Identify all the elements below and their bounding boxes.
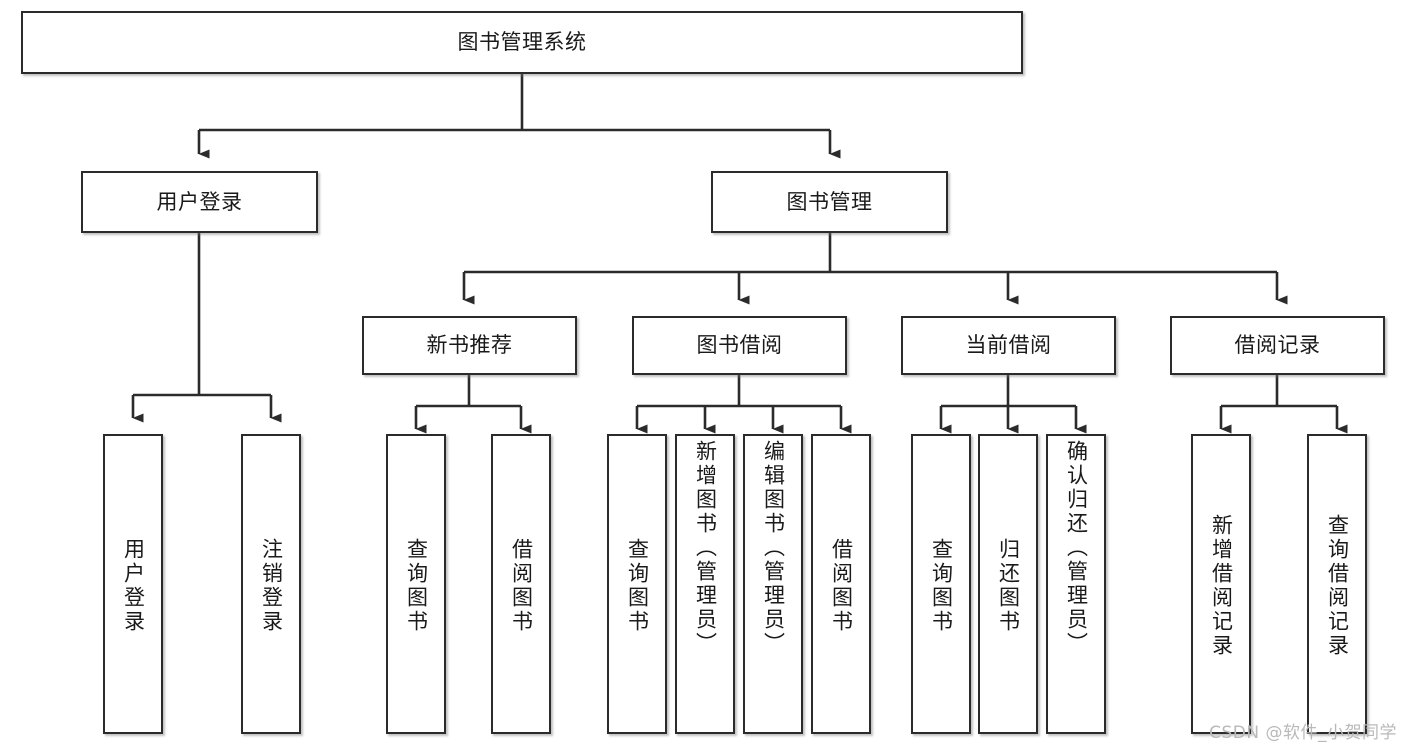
leaf-user-login-1-label: 用户登录 [121,538,146,634]
leaf-borrow-record-1-label: 新增借阅记录 [1209,514,1234,658]
leaf-borrow-record-1[interactable]: 新增借阅记录 [1191,434,1251,734]
leaf-new-book-2-label: 借阅图书 [509,538,534,634]
leaf-book-borrow-4[interactable]: 借阅图书 [811,434,871,734]
leaf-borrow-record-2-label: 查询借阅记录 [1325,514,1350,658]
leaf-book-borrow-3[interactable]: 编辑图书（管理员） [743,434,803,734]
leaf-borrow-record-2[interactable]: 查询借阅记录 [1307,434,1367,734]
node-book-borrow-label: 图书借阅 [696,333,783,358]
leaf-book-borrow-4-label: 借阅图书 [829,538,854,634]
leaf-user-login-2[interactable]: 注销登录 [241,434,301,734]
leaf-new-book-1[interactable]: 查询图书 [386,434,446,734]
node-borrow-record[interactable]: 借阅记录 [1170,316,1385,375]
leaf-current-borrow-3[interactable]: 确认归还（管理员） [1046,434,1106,734]
leaf-book-borrow-1-label: 查询图书 [625,538,650,634]
node-user-login-label: 用户登录 [156,189,243,214]
leaf-current-borrow-1-label: 查询图书 [929,538,954,634]
node-borrow-record-label: 借阅记录 [1234,333,1321,358]
leaf-user-login-1[interactable]: 用户登录 [103,434,163,734]
leaf-new-book-2[interactable]: 借阅图书 [491,434,551,734]
leaf-new-book-1-label: 查询图书 [404,538,429,634]
leaf-book-borrow-1[interactable]: 查询图书 [607,434,667,734]
leaf-book-borrow-3-label: 编辑图书（管理员） [761,440,786,656]
leaf-book-borrow-2[interactable]: 新增图书（管理员） [675,434,735,734]
node-root-label: 图书管理系统 [457,30,587,55]
node-current-borrow-label: 当前借阅 [965,333,1052,358]
leaf-book-borrow-2-label: 新增图书（管理员） [693,440,718,656]
leaf-current-borrow-3-label: 确认归还（管理员） [1064,440,1089,656]
node-book-management[interactable]: 图书管理 [711,171,948,233]
node-current-borrow[interactable]: 当前借阅 [901,316,1116,375]
node-book-borrow[interactable]: 图书借阅 [632,316,847,375]
leaf-current-borrow-2[interactable]: 归还图书 [978,434,1038,734]
csdn-watermark: CSDN @软件_小贺同学 [1209,723,1397,743]
node-new-book-recommend-label: 新书推荐 [426,333,513,358]
node-book-management-label: 图书管理 [786,189,873,214]
leaf-user-login-2-label: 注销登录 [259,538,284,634]
node-user-login[interactable]: 用户登录 [81,171,318,233]
node-root[interactable]: 图书管理系统 [21,11,1023,74]
leaf-current-borrow-2-label: 归还图书 [996,538,1021,634]
node-new-book-recommend[interactable]: 新书推荐 [362,316,577,375]
leaf-current-borrow-1[interactable]: 查询图书 [911,434,971,734]
